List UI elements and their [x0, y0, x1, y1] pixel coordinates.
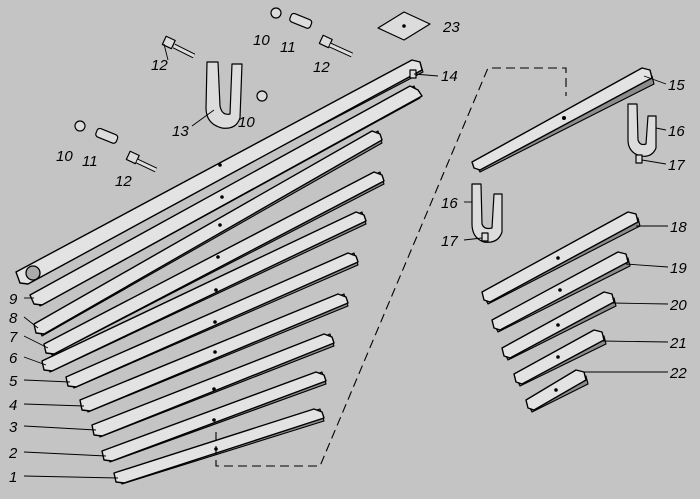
bolt-12-left — [125, 150, 158, 173]
label-pin-top: 11 — [280, 39, 296, 56]
part-labels: 1 2 3 4 5 6 7 8 9 18 19 20 21 22 10 11 1… — [8, 19, 687, 486]
label-leaf-22: 22 — [669, 365, 687, 382]
bolt-17-lower — [481, 232, 489, 242]
leader-lines — [23, 43, 669, 479]
leaf-2 — [101, 371, 327, 463]
label-nut-mid: 10 — [238, 114, 255, 131]
pin-11-left — [95, 127, 119, 144]
label-bolt-right-lower: 17 — [441, 233, 458, 250]
bolt-17-upper — [635, 154, 643, 164]
label-bolt-small: 14 — [441, 68, 458, 85]
nut-10-left — [74, 120, 86, 132]
nut-10-mid — [256, 90, 268, 102]
leaf-20 — [501, 291, 617, 361]
label-leaf-20: 20 — [669, 297, 687, 314]
label-nut-top: 10 — [253, 32, 270, 49]
leaf-5 — [65, 252, 359, 389]
nut-10-top — [270, 7, 282, 19]
label-leaf-3: 3 — [9, 419, 18, 436]
label-leaf-8: 8 — [9, 310, 18, 327]
u-clamp-13 — [205, 61, 243, 129]
label-leaf-4: 4 — [9, 397, 17, 414]
leaf-7 — [43, 171, 385, 356]
label-nut-left: 10 — [56, 148, 73, 165]
leaf-21 — [513, 329, 607, 387]
label-pad: 23 — [442, 19, 460, 36]
label-bolt-right-upper: 17 — [668, 157, 685, 174]
bolt-12-top-right — [318, 34, 354, 58]
leaf-22 — [525, 369, 589, 413]
bolt-12-top-left — [161, 35, 196, 59]
label-bolt-left: 12 — [115, 173, 132, 190]
label-leaf-2: 2 — [8, 445, 18, 462]
label-clamp-left: 13 — [172, 123, 189, 140]
label-leaf-19: 19 — [670, 260, 687, 277]
label-leaf-21: 21 — [669, 335, 687, 352]
label-bolt-top-left: 12 — [151, 57, 168, 74]
label-bolt-top-right: 12 — [313, 59, 330, 76]
leaf-1 — [113, 408, 325, 485]
label-leaf-1: 1 — [9, 469, 17, 486]
label-aux-main-leaf: 15 — [668, 77, 685, 94]
pin-11-top — [289, 12, 313, 29]
main-leaf-pack — [15, 59, 424, 485]
label-clamp-right-lower: 16 — [441, 195, 458, 212]
label-pin-left: 11 — [82, 153, 98, 170]
label-leaf-6: 6 — [9, 350, 18, 367]
u-clamp-16-lower — [471, 183, 503, 243]
label-leaf-5: 5 — [9, 373, 18, 390]
label-clamp-right-upper: 16 — [668, 123, 685, 140]
u-clamp-16-upper — [627, 103, 657, 157]
main-leaf-top — [15, 59, 424, 285]
label-leaf-7: 7 — [9, 329, 18, 346]
leaf-6 — [41, 211, 367, 373]
pad-23 — [377, 11, 431, 41]
label-leaf-18: 18 — [670, 219, 687, 236]
leaf-8 — [33, 130, 383, 337]
aux-leaf-pack — [481, 211, 641, 413]
label-leaf-9: 9 — [9, 291, 18, 308]
leaf-18 — [481, 211, 641, 305]
dashed-connection — [215, 67, 567, 467]
leaf-4 — [79, 293, 349, 413]
aux-main-leaf-15 — [471, 67, 655, 173]
leaf-3 — [91, 333, 335, 438]
leaf-19 — [491, 251, 631, 333]
leaf-9 — [29, 85, 423, 307]
